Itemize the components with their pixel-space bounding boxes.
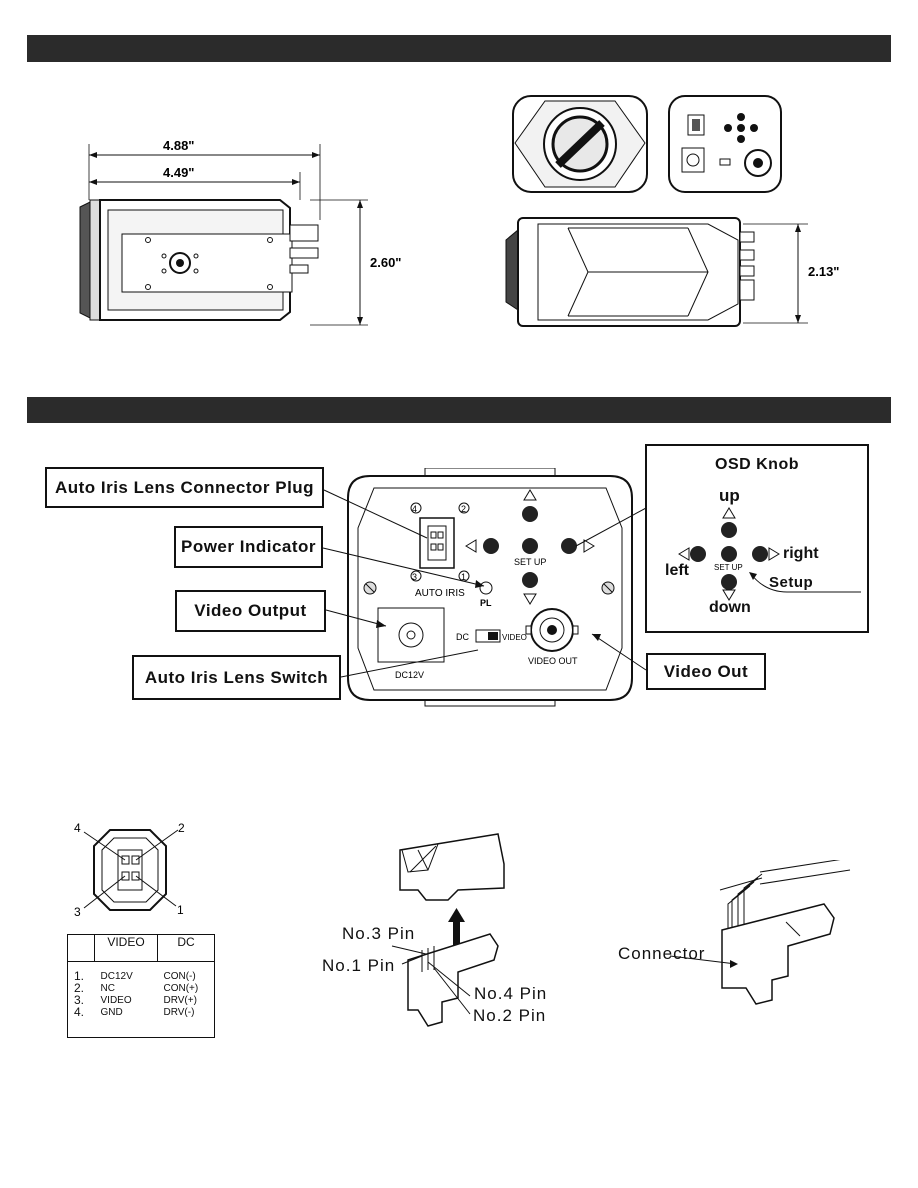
connector-pin-3: 3: [74, 905, 81, 919]
osd-knob-drawing: SET UP: [678, 507, 861, 601]
front-view-drawing: [512, 95, 648, 193]
cable-connector-diagram: [669, 860, 851, 1005]
dim-height-bottom: 2.13": [808, 264, 839, 279]
callout-video-out: Video Out: [646, 653, 766, 690]
section-header-rear-panel: [27, 397, 891, 423]
plug-label-no1: No.1 Pin: [322, 956, 396, 975]
plug-label-no2: No.2 Pin: [473, 1006, 547, 1025]
bottom-view-drawing: 2.13": [505, 217, 839, 327]
connector-pin-4: 4: [74, 821, 81, 835]
panel-dc-label: DC: [456, 632, 469, 642]
osd-down-label: down: [709, 599, 751, 616]
panel-dc12v-label: DC12V: [395, 670, 424, 680]
pin-table-header-dc: DC: [157, 934, 215, 962]
connector-pin-1: 1: [177, 903, 184, 917]
callout-auto-iris-connector: Auto Iris Lens Connector Plug: [45, 467, 324, 508]
panel-video-out-label: VIDEO OUT: [528, 656, 578, 666]
connector-pin-2: 2: [178, 821, 185, 835]
callout-video-output: Video Output: [175, 590, 326, 632]
osd-up-label: up: [719, 486, 740, 505]
plug-label-no4: No.4 Pin: [474, 984, 548, 1003]
pin-table-numbers: 1. 2. 3. 4.: [67, 961, 95, 1038]
pin-table-video-column: DC12V NC VIDEO GND: [94, 961, 158, 1038]
rear-panel-drawing: 4 2 3 1 AUTO IRIS PL SET UP DC12V DC VID…: [347, 468, 633, 707]
osd-title: OSD Knob: [715, 456, 799, 473]
osd-setup-label: Setup: [769, 574, 814, 591]
plug-insertion-diagram: [391, 833, 505, 1027]
osd-knob-panel: OSD Knob up left right down Setup SET UP: [645, 444, 869, 633]
side-view-drawing: 4.88" 4.49" 2.60": [79, 138, 401, 326]
osd-left-label: left: [665, 562, 689, 579]
callout-power-indicator: Power Indicator: [174, 526, 323, 568]
pin-table-header-num: [67, 934, 95, 962]
panel-auto-iris-label: AUTO IRIS: [415, 588, 465, 599]
panel-pin-4: 4: [412, 504, 417, 514]
osd-setup-small: SET UP: [714, 563, 743, 572]
osd-right-label: right: [783, 545, 819, 562]
connector-face-diagram: 4 2 3 1: [74, 821, 185, 919]
pin-table-dc-column: CON(-) CON(+) DRV(+) DRV(-): [157, 961, 215, 1038]
panel-setup-label: SET UP: [514, 557, 546, 567]
panel-pin-2: 2: [461, 504, 466, 514]
pin-table-header-video: VIDEO: [94, 934, 158, 962]
dim-width-inner: 4.49": [163, 165, 194, 180]
panel-pl-label: PL: [480, 598, 492, 608]
callout-auto-iris-switch: Auto Iris Lens Switch: [132, 655, 341, 700]
pin-assignment-table: VIDEO DC 1. 2. 3. 4. DC12V NC VIDEO GND …: [67, 934, 215, 1038]
panel-pin-3: 3: [412, 572, 417, 582]
connector-label: Connector: [618, 944, 706, 963]
rear-view-drawing: [668, 95, 782, 193]
dim-height-side: 2.60": [370, 255, 401, 270]
panel-video-label: VIDEO: [502, 633, 527, 642]
section-header-dimensions: [27, 35, 891, 62]
leader-lines: [322, 489, 647, 678]
plug-label-no3: No.3 Pin: [342, 924, 416, 943]
dim-width-outer: 4.88": [163, 138, 194, 153]
panel-pin-1: 1: [461, 572, 466, 582]
